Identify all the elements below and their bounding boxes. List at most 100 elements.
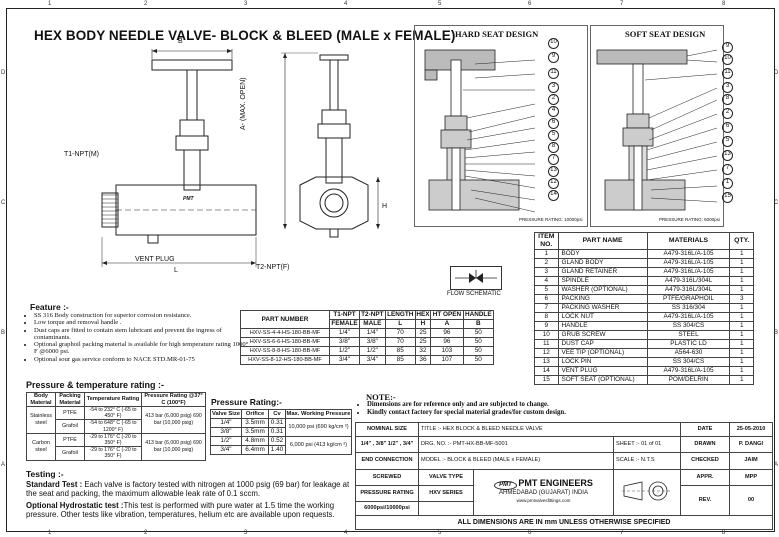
- company-city: AHMEDABAD (GUJARAT) INDIA: [499, 490, 588, 497]
- cell: 3/8": [210, 427, 242, 437]
- col-max-pressure: Max. Working Pressure: [285, 409, 352, 419]
- t1-label: T1-NPT(M): [64, 151, 99, 158]
- cell: GRUB SCREW: [557, 330, 648, 340]
- cell: HANDLE: [557, 321, 648, 331]
- cell: 96: [430, 337, 464, 347]
- table-row: Grafoil -29 to 176° C (-20 to 350° F): [27, 446, 206, 461]
- cell: A479-316L/A-105: [646, 366, 731, 376]
- cell: 32: [414, 346, 432, 356]
- col-orifice: Orifice: [241, 409, 269, 419]
- cell: SS 304/CS: [646, 357, 731, 367]
- pressure-rating-label: PRESSURE RATING: [355, 484, 419, 503]
- cell: 13: [534, 357, 559, 367]
- company-web: www.pmtvalvesfittings.com: [516, 498, 571, 504]
- cell: -29 to 176° C (-20 to 350° F): [84, 446, 142, 461]
- notes-heading: NOTE:-: [366, 392, 396, 402]
- cell: -54 to 648° C (-65 to 1200° F): [84, 419, 142, 434]
- hard-seat-pressure: PRESSURE RATING: 10000psi: [519, 217, 583, 222]
- ruler-row-b: B: [1, 330, 6, 336]
- cell: 50: [462, 346, 495, 356]
- sub-a: A: [430, 319, 464, 329]
- callout: 2: [722, 108, 733, 119]
- checked-label: CHECKED: [680, 452, 730, 470]
- ruler-col-6: 6: [528, 530, 532, 536]
- cell: A479-316L/A-105: [646, 249, 731, 259]
- cell: 107: [430, 355, 464, 365]
- valve-drawing: [101, 49, 380, 267]
- cell: WASHER (OPTIONAL): [557, 285, 648, 295]
- p-rating-table: Valve Size Orifice Cv Max. Working Press…: [210, 409, 352, 455]
- cell: 3/4": [210, 445, 242, 455]
- cell: 2: [534, 258, 559, 268]
- cell: 1: [729, 357, 754, 367]
- cell: A479-316L/304L: [646, 285, 731, 295]
- top-ruler: 1 2 3 4 5 6 7 8: [6, 1, 773, 8]
- cell: 50: [462, 355, 495, 365]
- cell: 1/2": [329, 346, 360, 356]
- third-angle-projection-icon: [622, 481, 670, 501]
- cell: 0.52: [268, 436, 286, 446]
- dim-b-label: B: [178, 38, 183, 45]
- cell: 3.5mm: [241, 418, 269, 428]
- cell: -54 to 232° C (-65 to 450° F): [84, 405, 142, 421]
- col-packing-material: Packing Material: [55, 392, 85, 407]
- col-materials: MATERIALS: [646, 232, 731, 250]
- col-hex: HEX: [414, 310, 432, 320]
- testing-standard: Standard Test : Each valve is factory te…: [26, 480, 356, 498]
- standard-test-label: Standard Test :: [26, 480, 83, 489]
- approved-value: MPP: [729, 468, 773, 486]
- pt-rating-table: Body Material Packing Material Temperatu…: [26, 392, 206, 461]
- scale-text: SCALE :- N.T.S: [613, 452, 681, 470]
- cell: A479-316L/A-105: [646, 267, 731, 277]
- sub-male: MALE: [359, 319, 386, 329]
- title-block: NOMINAL SIZE TITLE :- HEX BLOCK & BLEED …: [355, 422, 773, 530]
- callout: 14: [548, 190, 559, 201]
- callout: 10: [722, 54, 733, 65]
- cell: SOFT SEAT (OPTIONAL): [557, 375, 648, 385]
- cell: GLAND RETAINER: [557, 267, 648, 277]
- col-handle: HANDLE: [462, 310, 495, 320]
- cell: DUST CAP: [557, 339, 648, 349]
- ruler-col-5: 5: [438, 530, 442, 536]
- revision-label: REV.: [680, 484, 730, 517]
- col-qty: QTY.: [729, 232, 754, 250]
- ruler-col-1: 1: [48, 530, 52, 536]
- cell: Stainless steel: [26, 406, 56, 434]
- approved-label: APPR.: [680, 468, 730, 486]
- cell: 50: [462, 337, 495, 347]
- cell: 8: [534, 312, 559, 322]
- flow-schematic-label: FLOW SCHEMATIC: [447, 291, 501, 297]
- ruler-col-8: 8: [722, 530, 726, 536]
- callout: 10: [548, 38, 559, 49]
- pt-rating-heading: Pressure & temperature rating :-: [26, 380, 165, 390]
- callout: 6: [722, 122, 733, 133]
- cell: A479-316L/A-105: [646, 312, 731, 322]
- cell: 1: [729, 285, 754, 295]
- cell: 1: [729, 258, 754, 268]
- cell: VEE TIP (OPTIONAL): [557, 348, 648, 358]
- cell: 11: [534, 339, 559, 349]
- cell: 10: [534, 330, 559, 340]
- cell: 3/8": [359, 337, 386, 347]
- hydro-test-text: This test is performed with pure water a…: [26, 501, 335, 519]
- sub-b: B: [462, 319, 495, 329]
- callout: 6: [548, 118, 559, 129]
- cell: 3: [729, 294, 754, 304]
- cell: 0.31: [268, 427, 286, 437]
- cell: 1/2": [210, 436, 242, 446]
- cell: PTFE: [55, 405, 85, 421]
- callout: 4: [548, 106, 559, 117]
- bottom-ruler: 1 2 3 4 5 6 7 8: [6, 530, 773, 537]
